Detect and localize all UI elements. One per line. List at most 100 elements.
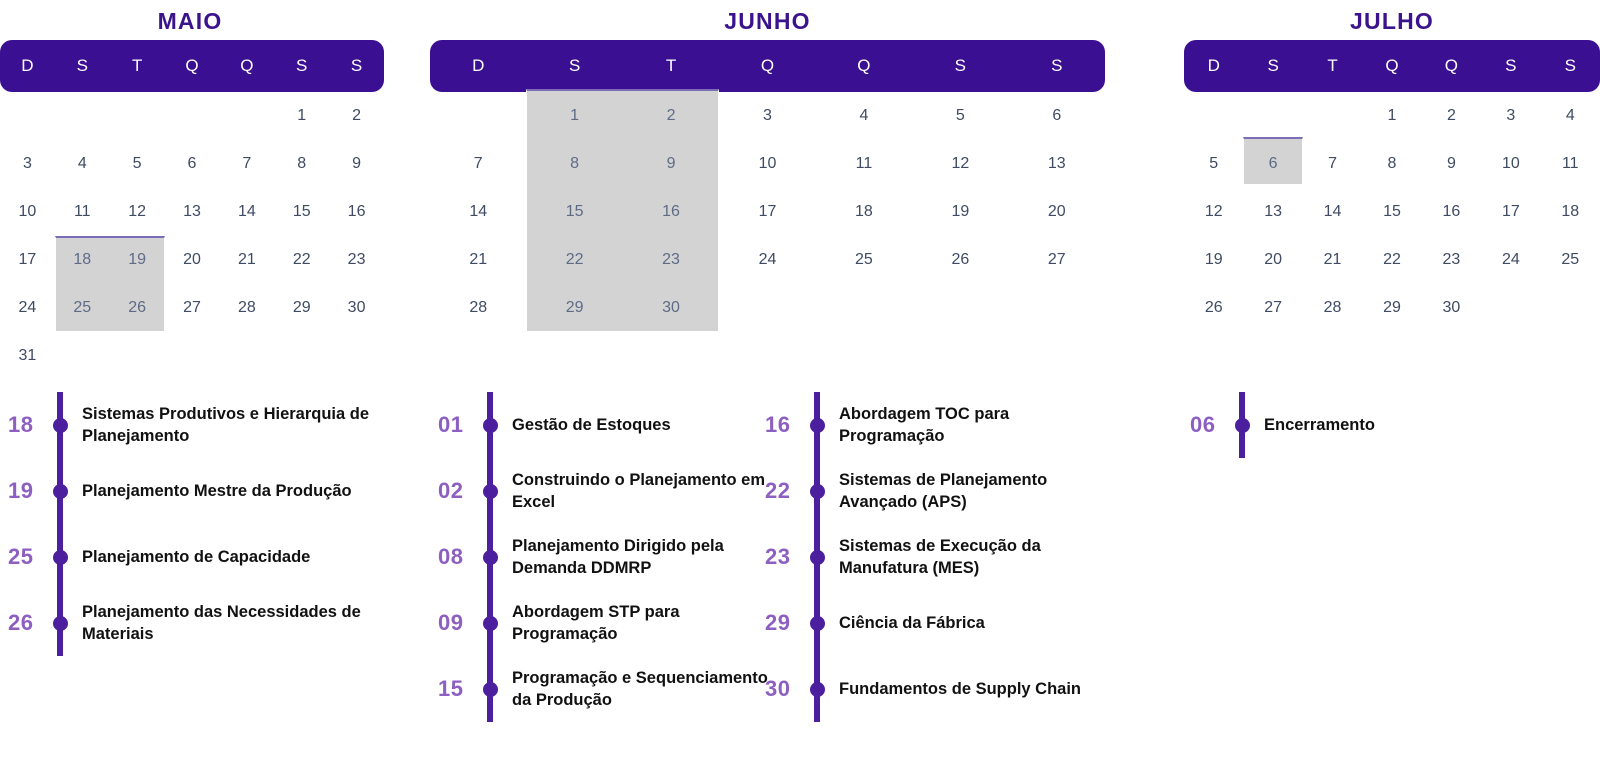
day-cell-10[interactable]: 10 — [1501, 155, 1520, 172]
day-cell-18[interactable]: 18 — [1561, 203, 1580, 220]
day-cell-9[interactable]: 9 — [666, 155, 676, 172]
day-cell-2[interactable]: 2 — [666, 107, 676, 124]
day-cell-5[interactable]: 5 — [955, 107, 965, 124]
day-cell-6[interactable]: 6 — [1052, 107, 1062, 124]
day-cell-1[interactable]: 1 — [570, 107, 580, 124]
day-cell-10[interactable]: 10 — [758, 155, 777, 172]
day-cell-3[interactable]: 3 — [1506, 107, 1516, 124]
day-cell-12[interactable]: 12 — [128, 203, 147, 220]
day-cell-6[interactable]: 6 — [1268, 155, 1278, 172]
day-cell-19[interactable]: 19 — [128, 251, 147, 268]
day-cell-3[interactable]: 3 — [22, 155, 32, 172]
day-cell-11[interactable]: 11 — [855, 155, 873, 172]
day-cell-4[interactable]: 4 — [77, 155, 87, 172]
day-cell-26[interactable]: 26 — [951, 251, 970, 268]
day-cell-9[interactable]: 9 — [1446, 155, 1456, 172]
day-cell-29[interactable]: 29 — [565, 299, 584, 316]
day-cell-29[interactable]: 29 — [1383, 299, 1401, 316]
day-cell-22[interactable]: 22 — [1383, 251, 1401, 268]
day-cell-28[interactable]: 28 — [1323, 299, 1342, 316]
day-cell-24[interactable]: 24 — [18, 299, 37, 316]
day-cell-13[interactable]: 13 — [1047, 155, 1066, 172]
day-cell-15[interactable]: 15 — [565, 203, 584, 220]
day-cell-24[interactable]: 24 — [1501, 251, 1520, 268]
day-cell-25[interactable]: 25 — [855, 251, 873, 268]
day-cell-16[interactable]: 16 — [347, 203, 366, 220]
day-cell-4[interactable]: 4 — [859, 107, 869, 124]
day-cell-13[interactable]: 13 — [183, 203, 201, 220]
day-cell-11[interactable]: 11 — [1561, 155, 1579, 172]
day-cell-18[interactable]: 18 — [855, 203, 873, 220]
day-cell-7[interactable]: 7 — [1328, 155, 1338, 172]
day-cell-31[interactable]: 31 — [18, 347, 37, 364]
day-cell-22[interactable]: 22 — [292, 251, 311, 268]
day-cell-20[interactable]: 20 — [1047, 203, 1066, 220]
day-cell-1[interactable]: 1 — [297, 107, 307, 124]
day-cell-22[interactable]: 22 — [565, 251, 584, 268]
day-cell-14[interactable]: 14 — [237, 203, 256, 220]
day-cell-23[interactable]: 23 — [1442, 251, 1461, 268]
day-cell-1[interactable]: 1 — [1387, 107, 1397, 124]
day-cell-19[interactable]: 19 — [1204, 251, 1223, 268]
day-cell-3[interactable]: 3 — [763, 107, 772, 124]
day-cell-18[interactable]: 18 — [73, 251, 92, 268]
day-cell-23[interactable]: 23 — [347, 251, 366, 268]
day-cell-12[interactable]: 12 — [1204, 203, 1223, 220]
day-cell-23[interactable]: 23 — [662, 251, 680, 268]
day-cell-30[interactable]: 30 — [1442, 299, 1461, 316]
day-cell-30[interactable]: 30 — [347, 299, 366, 316]
day-cell-13[interactable]: 13 — [1264, 203, 1283, 220]
day-cell-20[interactable]: 20 — [1264, 251, 1283, 268]
day-cell-8[interactable]: 8 — [570, 155, 580, 172]
day-cell-19[interactable]: 19 — [951, 203, 970, 220]
day-cell-5[interactable]: 5 — [1209, 155, 1219, 172]
day-cell-4[interactable]: 4 — [1565, 107, 1575, 124]
day-cell-17[interactable]: 17 — [758, 203, 777, 220]
day-cell-9[interactable]: 9 — [352, 155, 362, 172]
day-cell-17[interactable]: 17 — [18, 251, 37, 268]
day-cell-7[interactable]: 7 — [473, 155, 483, 172]
day-cell-26[interactable]: 26 — [1204, 299, 1223, 316]
day-cell-2[interactable]: 2 — [352, 107, 362, 124]
day-cell-14[interactable]: 14 — [1323, 203, 1342, 220]
day-cell-27[interactable]: 27 — [1264, 299, 1283, 316]
day-cell-25[interactable]: 25 — [73, 299, 92, 316]
day-cell-16[interactable]: 16 — [662, 203, 680, 220]
day-cell-16[interactable]: 16 — [1442, 203, 1461, 220]
day-cell-15[interactable]: 15 — [1383, 203, 1401, 220]
day-cell-5[interactable]: 5 — [132, 155, 142, 172]
day-cell-27[interactable]: 27 — [1047, 251, 1066, 268]
day-cell-26[interactable]: 26 — [128, 299, 147, 316]
day-cell-8[interactable]: 8 — [1387, 155, 1397, 172]
day-cell-2[interactable]: 2 — [1446, 107, 1456, 124]
day-cell-7[interactable]: 7 — [242, 155, 252, 172]
day-cell-28[interactable]: 28 — [469, 299, 488, 316]
day-cell-10[interactable]: 10 — [18, 203, 37, 220]
day-cell-12[interactable]: 12 — [951, 155, 970, 172]
day-cell-21[interactable]: 21 — [469, 251, 488, 268]
day-cell-21[interactable]: 21 — [237, 251, 256, 268]
day-cell-11[interactable]: 11 — [73, 203, 91, 220]
day-cell-29[interactable]: 29 — [292, 299, 311, 316]
day-cell-6[interactable]: 6 — [187, 155, 197, 172]
day-cell-27[interactable]: 27 — [183, 299, 201, 316]
day-cell-8[interactable]: 8 — [297, 155, 307, 172]
day-cell-30[interactable]: 30 — [662, 299, 680, 316]
day-cell-21[interactable]: 21 — [1323, 251, 1342, 268]
day-cell-14[interactable]: 14 — [469, 203, 488, 220]
